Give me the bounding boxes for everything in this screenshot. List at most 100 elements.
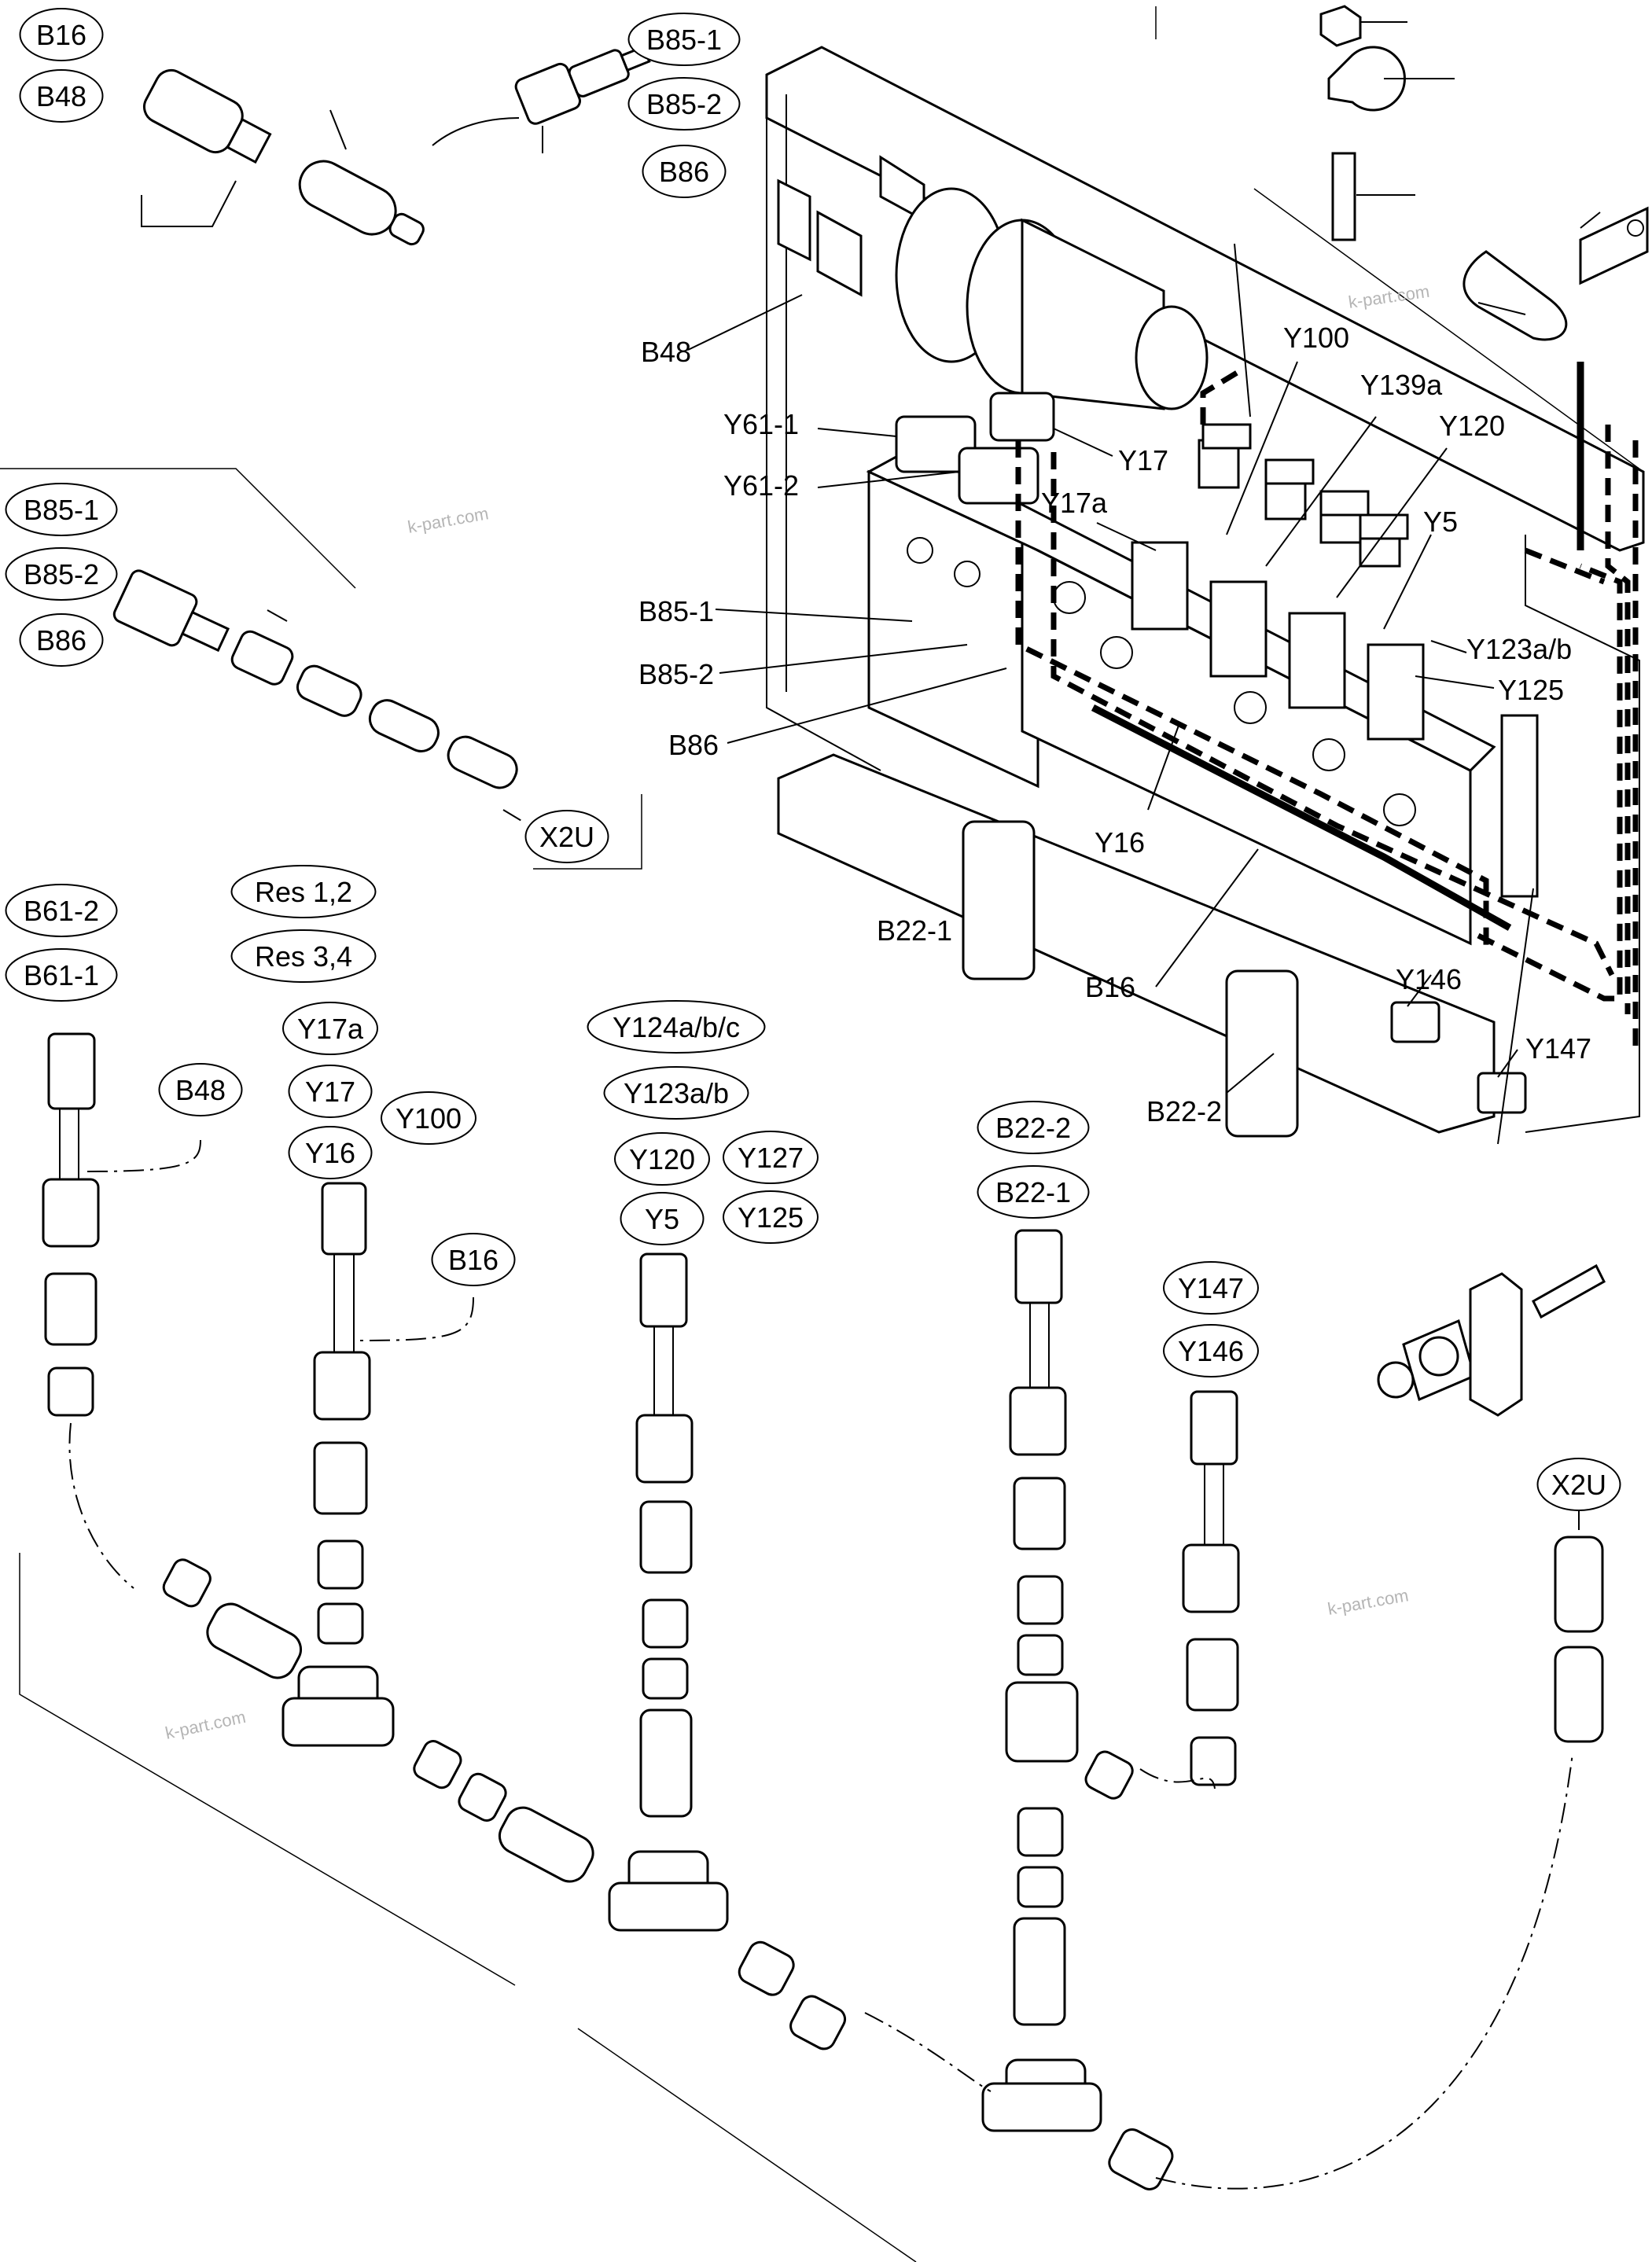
callout-b85-2-top: B85-2 <box>627 77 741 131</box>
callout-b61-1: B61-1 <box>5 948 118 1002</box>
connector-chain-left <box>112 569 524 822</box>
callout-text: B48 <box>36 80 86 112</box>
label-y17a: Y17a <box>1041 487 1108 519</box>
callout-x2u-right: X2U <box>1536 1458 1621 1511</box>
sensor-parts-top <box>141 45 651 246</box>
callout-y5-o: Y5 <box>620 1192 705 1245</box>
callout-text: Y16 <box>305 1137 355 1169</box>
callout-text: B86 <box>659 156 709 188</box>
label-y125: Y125 <box>1498 674 1564 706</box>
callout-b48-o: B48 <box>158 1063 243 1116</box>
label-y120: Y120 <box>1439 410 1505 442</box>
callout-oval <box>603 1066 749 1120</box>
watermark-text: k-part.com <box>407 503 491 537</box>
callout-oval <box>381 1091 476 1145</box>
label-y123ab: Y123a/b <box>1466 633 1572 665</box>
callout-oval <box>288 1065 373 1118</box>
callout-text: Y17 <box>305 1076 355 1108</box>
callout-text: Y17a <box>297 1013 364 1045</box>
callout-text: B22-1 <box>995 1176 1071 1208</box>
callout-b85-2-left: B85-2 <box>5 547 118 601</box>
callout-b22-1-o: B22-1 <box>977 1165 1090 1219</box>
callout-oval <box>158 1063 243 1116</box>
callout-b85-1-top: B85-1 <box>627 13 741 66</box>
label-layer: B48Y61-1Y61-2Y17Y17aY100Y139aY120Y5B85-1… <box>638 322 1591 1127</box>
callout-oval <box>230 929 377 983</box>
callout-text: B22-2 <box>995 1112 1071 1144</box>
label-y147: Y147 <box>1525 1032 1591 1065</box>
callout-b16-top: B16 <box>19 8 104 61</box>
callout-text: Res 1,2 <box>255 876 352 908</box>
label-b85-2: B85-2 <box>638 658 714 690</box>
callout-y17a-o: Y17a <box>282 1002 378 1055</box>
callout-y100-o: Y100 <box>381 1091 476 1145</box>
callout-oval <box>524 810 609 863</box>
callout-text: X2U <box>1551 1469 1606 1501</box>
callout-oval <box>5 547 118 601</box>
callout-oval <box>230 865 377 918</box>
label-b85-1: B85-1 <box>638 595 714 627</box>
callout-oval <box>288 1126 373 1179</box>
label-y61-1: Y61-1 <box>723 408 799 440</box>
callout-b16-o: B16 <box>431 1233 516 1286</box>
callout-text: B61-2 <box>24 895 99 927</box>
label-y16: Y16 <box>1095 826 1145 859</box>
label-b48-plain: B48 <box>641 336 691 368</box>
callout-res12: Res 1,2 <box>230 865 377 918</box>
watermark-text: k-part.com <box>164 1707 248 1743</box>
callout-text: Y100 <box>396 1102 462 1135</box>
callout-oval <box>1536 1458 1621 1511</box>
label-y17: Y17 <box>1118 444 1168 476</box>
callout-oval <box>627 13 741 66</box>
callout-x2u-left: X2U <box>524 810 609 863</box>
callout-oval <box>5 483 118 536</box>
callout-oval <box>19 8 104 61</box>
callout-oval <box>1163 1324 1259 1377</box>
callout-text: Y124a/b/c <box>613 1011 740 1043</box>
callout-oval <box>587 1000 766 1054</box>
label-y139a: Y139a <box>1360 369 1443 401</box>
callout-b61-2: B61-2 <box>5 884 118 937</box>
callout-y16-o: Y16 <box>288 1126 373 1179</box>
callout-oval <box>977 1101 1090 1154</box>
leader-lines <box>687 243 1534 1145</box>
callout-y124: Y124a/b/c <box>587 1000 766 1054</box>
callout-oval <box>5 948 118 1002</box>
callout-y147-o: Y147 <box>1163 1261 1259 1315</box>
callout-text: Y125 <box>738 1201 804 1234</box>
callout-text: Y127 <box>738 1142 804 1174</box>
callout-text: B16 <box>448 1244 499 1276</box>
label-y146: Y146 <box>1396 963 1462 995</box>
callout-text: B86 <box>36 624 86 657</box>
label-b86: B86 <box>668 729 719 761</box>
callout-oval <box>723 1131 819 1184</box>
callout-text: Y147 <box>1178 1272 1244 1304</box>
callout-text: B85-1 <box>24 494 99 526</box>
callout-y146-o: Y146 <box>1163 1324 1259 1377</box>
callout-text: B85-2 <box>646 88 722 120</box>
clamp-hardware <box>1319 5 1649 341</box>
callout-y120-o: Y120 <box>614 1132 710 1186</box>
callout-oval <box>5 884 118 937</box>
callout-y17-o: Y17 <box>288 1065 373 1118</box>
callout-oval <box>1163 1261 1259 1315</box>
callout-text: Y146 <box>1178 1335 1244 1367</box>
callout-b86-left: B86 <box>19 613 104 667</box>
callout-b85-1-left: B85-1 <box>5 483 118 536</box>
callout-oval <box>723 1190 819 1244</box>
label-b22-2: B22-2 <box>1146 1095 1222 1127</box>
label-b22-1: B22-1 <box>877 914 952 947</box>
callout-text: Y5 <box>645 1203 679 1235</box>
callout-y125-o: Y125 <box>723 1190 819 1244</box>
callout-text: B16 <box>36 19 86 51</box>
label-y61-2: Y61-2 <box>723 469 799 502</box>
callout-text: Y123a/b <box>624 1077 729 1109</box>
callout-oval <box>620 1192 705 1245</box>
callout-text: B85-1 <box>646 24 722 56</box>
callout-text: Y120 <box>629 1143 695 1175</box>
callout-text: X2U <box>539 821 594 853</box>
callout-oval <box>977 1165 1090 1219</box>
callout-text: B48 <box>175 1074 226 1106</box>
callout-y123-o: Y123a/b <box>603 1066 749 1120</box>
callout-oval <box>19 69 104 123</box>
